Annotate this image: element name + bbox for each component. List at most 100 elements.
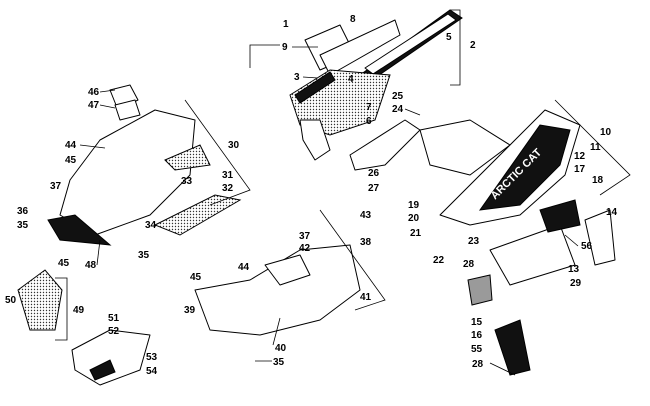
bracket-left bbox=[349, 119, 421, 171]
callout-44-center: 44 bbox=[238, 262, 250, 273]
gauge-ring bbox=[114, 99, 141, 121]
side-panel-left bbox=[164, 144, 211, 171]
leader-3 bbox=[302, 76, 319, 79]
callout-37-left: 37 bbox=[50, 181, 62, 192]
callout-26: 26 bbox=[368, 168, 380, 179]
callout-11: 11 bbox=[590, 142, 601, 153]
callout-3: 3 bbox=[294, 72, 300, 83]
belly-pan-assembly bbox=[194, 244, 361, 336]
callout-56: 56 bbox=[581, 241, 593, 252]
air-box bbox=[489, 224, 576, 286]
nose-assembly bbox=[47, 84, 242, 246]
callout-38: 38 bbox=[360, 237, 372, 248]
callout-21: 21 bbox=[410, 228, 422, 239]
bracket-30 bbox=[184, 99, 251, 206]
callout-12: 12 bbox=[574, 151, 586, 162]
callout-2: 2 bbox=[470, 40, 476, 51]
hood-top-part bbox=[319, 19, 401, 76]
callout-48: 48 bbox=[85, 260, 97, 271]
side-panel-left-lower bbox=[153, 194, 242, 236]
bracket-lines bbox=[55, 9, 631, 341]
mount-plate bbox=[467, 274, 493, 306]
callout-19: 19 bbox=[408, 200, 420, 211]
hood-grille bbox=[294, 71, 336, 104]
callout-4: 4 bbox=[348, 74, 354, 85]
side-panel-graphic bbox=[478, 124, 571, 211]
callout-28-lower: 28 bbox=[472, 359, 484, 370]
nose-lower bbox=[47, 214, 112, 246]
callout-16: 16 bbox=[471, 330, 483, 341]
leader-56 bbox=[564, 234, 579, 247]
bracket-49 bbox=[55, 277, 68, 341]
callout-51: 51 bbox=[108, 313, 120, 324]
callout-39: 39 bbox=[184, 305, 196, 316]
deflector-piece bbox=[17, 269, 63, 331]
callout-36: 36 bbox=[17, 206, 29, 217]
bracket-5-2 bbox=[450, 9, 461, 86]
hood-trim bbox=[364, 13, 457, 75]
bracket-10 bbox=[554, 99, 631, 196]
callout-30: 30 bbox=[228, 140, 240, 151]
callout-8: 8 bbox=[350, 14, 356, 25]
callout-43: 43 bbox=[360, 210, 372, 221]
callout-45-upper: 45 bbox=[65, 155, 77, 166]
callout-35-bottom: 35 bbox=[273, 357, 285, 368]
side-strip bbox=[494, 319, 531, 376]
vent-piece bbox=[584, 209, 616, 266]
callout-17: 17 bbox=[574, 164, 586, 175]
callout-28-upper: 28 bbox=[463, 259, 475, 270]
shroud-upper bbox=[419, 119, 511, 176]
callout-40: 40 bbox=[275, 343, 287, 354]
callout-25: 25 bbox=[392, 91, 404, 102]
leader-28-lower bbox=[489, 362, 516, 376]
leader-44 bbox=[79, 144, 106, 149]
callout-44-left: 44 bbox=[65, 140, 77, 151]
callout-52: 52 bbox=[108, 326, 120, 337]
callout-32: 32 bbox=[222, 183, 234, 194]
leader-40 bbox=[272, 317, 281, 346]
leader-46 bbox=[99, 89, 116, 93]
callout-9: 9 bbox=[282, 42, 288, 53]
belly-bracket bbox=[264, 254, 311, 286]
callout-50: 50 bbox=[5, 295, 17, 306]
skid-guard-detail bbox=[89, 359, 116, 381]
callout-31: 31 bbox=[222, 170, 234, 181]
callout-53: 53 bbox=[146, 352, 158, 363]
callout-45-center: 45 bbox=[190, 272, 202, 283]
leader-47 bbox=[99, 104, 116, 109]
callout-22: 22 bbox=[433, 255, 445, 266]
callout-5: 5 bbox=[446, 32, 452, 43]
callout-13: 13 bbox=[568, 264, 580, 275]
belly-pan bbox=[194, 244, 361, 336]
callout-42: 42 bbox=[299, 243, 311, 254]
small-parts-assembly bbox=[17, 269, 151, 386]
callout-49: 49 bbox=[73, 305, 85, 316]
side-logo-block bbox=[539, 199, 581, 233]
hood-side bbox=[299, 119, 331, 161]
callout-41: 41 bbox=[360, 292, 372, 303]
callout-46: 46 bbox=[88, 87, 100, 98]
callout-29: 29 bbox=[570, 278, 582, 289]
callout-20: 20 bbox=[408, 213, 420, 224]
side-panel-assembly: ARCTIC CAT bbox=[349, 109, 616, 376]
leader-48 bbox=[96, 239, 101, 266]
callout-35-center: 35 bbox=[138, 250, 150, 261]
callout-10: 10 bbox=[600, 127, 612, 138]
callout-14: 14 bbox=[606, 207, 618, 218]
callout-15: 15 bbox=[471, 317, 483, 328]
bracket-38 bbox=[319, 209, 386, 311]
callout-23: 23 bbox=[468, 236, 480, 247]
callout-35-left: 35 bbox=[17, 220, 29, 231]
callout-27: 27 bbox=[368, 183, 380, 194]
callout-7: 7 bbox=[366, 102, 372, 113]
callout-45-lower: 45 bbox=[58, 258, 70, 269]
callout-33: 33 bbox=[181, 176, 193, 187]
leader-lines bbox=[79, 46, 579, 376]
callout-34: 34 bbox=[145, 220, 157, 231]
callout-6: 6 bbox=[366, 116, 372, 127]
bracket-1-2 bbox=[249, 44, 280, 68]
skid-guard bbox=[71, 329, 151, 386]
callout-54: 54 bbox=[146, 366, 158, 377]
leader-24 bbox=[404, 108, 421, 116]
